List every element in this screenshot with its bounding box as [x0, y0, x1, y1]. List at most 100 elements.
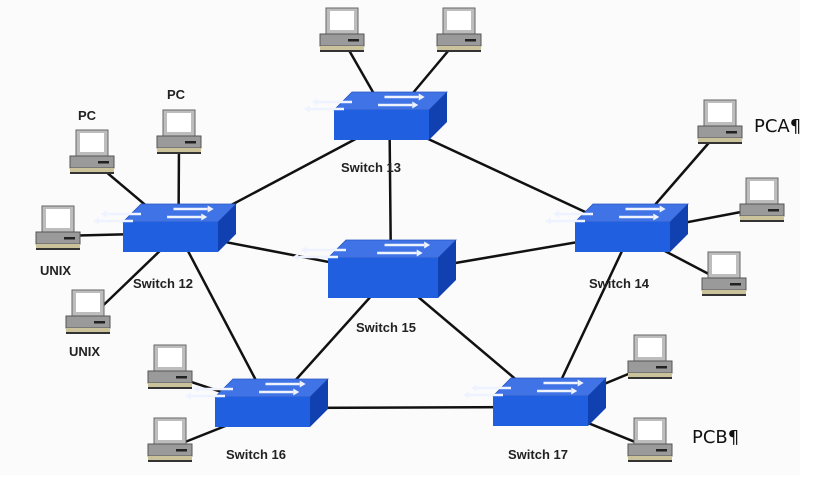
monitor-screen — [750, 181, 774, 200]
shadow — [148, 387, 192, 389]
computer-icon[interactable] — [701, 251, 747, 296]
shadow — [157, 152, 201, 154]
drive-slot — [768, 209, 779, 212]
switch-side — [429, 92, 447, 140]
drive-slot — [176, 449, 187, 452]
computer-icon[interactable] — [65, 289, 111, 334]
switch-label-s15: Switch 15 — [356, 320, 416, 335]
arrow-right-icon — [173, 205, 214, 213]
computer-icon[interactable] — [627, 417, 673, 462]
shadow — [148, 460, 192, 462]
host-label-unix-2: UNIX — [69, 344, 100, 359]
arrow-right-icon — [619, 213, 660, 221]
arrow-right-icon — [543, 379, 584, 387]
switch-front — [215, 397, 310, 427]
labels-layer: Switch 12 Switch 13 Switch 14 Switch 15 … — [40, 87, 801, 462]
arrow-left-icon — [300, 246, 346, 254]
computer-icon[interactable] — [436, 7, 482, 52]
keyboard — [437, 46, 481, 50]
keyboard — [157, 148, 201, 152]
computer-icon[interactable] — [147, 344, 193, 389]
switch-icon-s13[interactable] — [303, 91, 448, 140]
switches-layer — [92, 91, 689, 427]
computer-icon[interactable] — [147, 417, 193, 462]
keyboard — [36, 244, 80, 248]
arrow-right-icon — [625, 205, 666, 213]
shadow — [698, 142, 742, 144]
keyboard — [148, 456, 192, 460]
shadow — [740, 220, 784, 222]
shadow — [437, 50, 481, 52]
host-label-pc-1: PC — [78, 108, 97, 123]
shadow — [628, 377, 672, 379]
switch-label-s12: Switch 12 — [133, 276, 193, 291]
keyboard — [628, 456, 672, 460]
arrow-left-icon — [462, 391, 503, 399]
keyboard — [66, 328, 110, 332]
right-margin — [800, 0, 817, 475]
switch-icon-s16[interactable] — [184, 378, 329, 427]
switch-label-s16: Switch 16 — [226, 447, 286, 462]
drive-slot — [465, 39, 476, 42]
arrow-left-icon — [544, 217, 585, 225]
keyboard — [70, 168, 114, 172]
shadow — [36, 248, 80, 250]
arrow-right-icon — [167, 213, 208, 221]
switch-label-s14: Switch 14 — [589, 276, 650, 291]
switch-front — [575, 222, 670, 252]
drive-slot — [730, 283, 741, 286]
shadow — [70, 172, 114, 174]
computer-icon[interactable] — [156, 109, 202, 154]
annotation-pcb: PCB¶ — [692, 427, 739, 448]
drive-slot — [656, 449, 667, 452]
arrow-left-icon — [92, 217, 133, 225]
drive-slot — [64, 237, 75, 240]
shadow — [628, 460, 672, 462]
arrow-right-icon — [384, 241, 431, 249]
switch-side — [218, 204, 236, 252]
keyboard — [148, 383, 192, 387]
monitor-screen — [638, 421, 662, 440]
computer-icon[interactable] — [69, 129, 115, 174]
drive-slot — [185, 141, 196, 144]
switch-side — [438, 240, 456, 298]
monitor-screen — [712, 255, 736, 274]
switch-icon-s12[interactable] — [92, 203, 237, 252]
switch-side — [670, 204, 688, 252]
computer-icon[interactable] — [627, 334, 673, 379]
shadow — [66, 332, 110, 334]
keyboard — [628, 373, 672, 377]
monitor-screen — [158, 421, 182, 440]
computer-icon[interactable] — [319, 7, 365, 52]
arrow-left-icon — [292, 253, 338, 261]
computer-icon[interactable] — [697, 99, 743, 144]
arrow-right-icon — [384, 93, 425, 101]
arrow-left-icon — [552, 210, 593, 218]
hosts-layer — [35, 7, 785, 462]
annotation-pca: PCA¶ — [754, 116, 801, 137]
arrow-left-icon — [311, 98, 352, 106]
switch-front — [328, 258, 438, 298]
monitor-screen — [708, 103, 732, 122]
arrow-right-icon — [537, 387, 578, 395]
shadow — [320, 50, 364, 52]
host-label-pc-2: PC — [167, 87, 186, 102]
arrow-right-icon — [377, 249, 423, 257]
arrow-left-icon — [470, 384, 511, 392]
switch-icon-s15[interactable] — [292, 239, 457, 298]
monitor-screen — [638, 338, 662, 357]
monitor-screen — [167, 113, 191, 132]
switch-icon-s14[interactable] — [544, 203, 689, 252]
monitor-screen — [46, 209, 70, 228]
monitor-screen — [447, 11, 471, 30]
computer-icon[interactable] — [739, 177, 785, 222]
arrow-right-icon — [259, 388, 300, 396]
keyboard — [740, 216, 784, 220]
drive-slot — [656, 366, 667, 369]
host-label-unix-1: UNIX — [40, 263, 71, 278]
computer-icon[interactable] — [35, 205, 81, 250]
switch-icon-s17[interactable] — [462, 377, 607, 426]
switch-side — [588, 378, 606, 426]
